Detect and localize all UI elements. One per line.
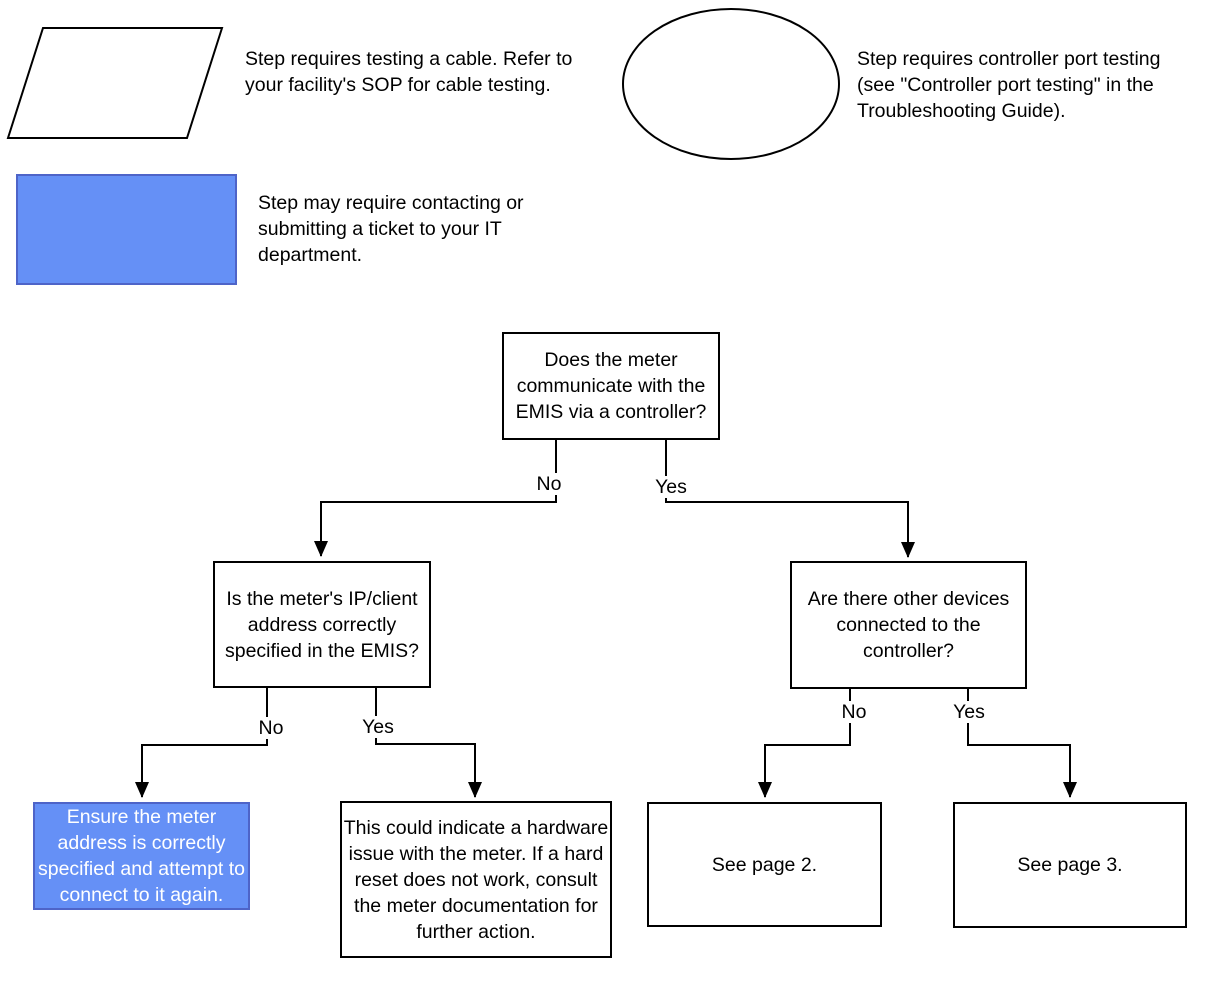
connector-left-no xyxy=(135,688,268,798)
branch-label-left-yes: Yes xyxy=(359,716,397,738)
branch-label-left-no: No xyxy=(255,717,287,739)
node-root-question: Does the meter communicate with the EMIS… xyxy=(502,332,720,440)
legend-parallelogram-shape xyxy=(6,27,224,139)
node-hardware-note: This could indicate a hardware issue wit… xyxy=(340,801,612,958)
connector-root-no xyxy=(314,440,557,557)
legend-it-ticket-text: Step may require contacting or submittin… xyxy=(258,192,524,266)
legend-controller-port-text: Step requires controller port testing (s… xyxy=(857,48,1161,122)
node-left-question: Is the meter's IP/client address correct… xyxy=(213,561,431,688)
branch-label-right-yes: Yes xyxy=(950,701,988,723)
legend-ellipse-shape xyxy=(622,8,840,160)
connector-root-yes xyxy=(665,440,915,558)
legend-cable-text: Step requires testing a cable. Refer to … xyxy=(245,48,573,96)
node-right-question: Are there other devices connected to the… xyxy=(790,561,1027,689)
connector-right-no xyxy=(758,688,851,798)
node-see-page-3: See page 3. xyxy=(953,802,1187,928)
node-blue-action: Ensure the meter address is correctly sp… xyxy=(33,802,250,910)
node-see-page-2: See page 2. xyxy=(647,802,882,927)
branch-label-root-yes: Yes xyxy=(652,476,690,498)
legend-blue-rectangle-shape xyxy=(16,174,237,285)
branch-label-right-no: No xyxy=(838,701,870,723)
connector-left-yes xyxy=(375,688,482,798)
branch-label-root-no: No xyxy=(533,473,565,495)
